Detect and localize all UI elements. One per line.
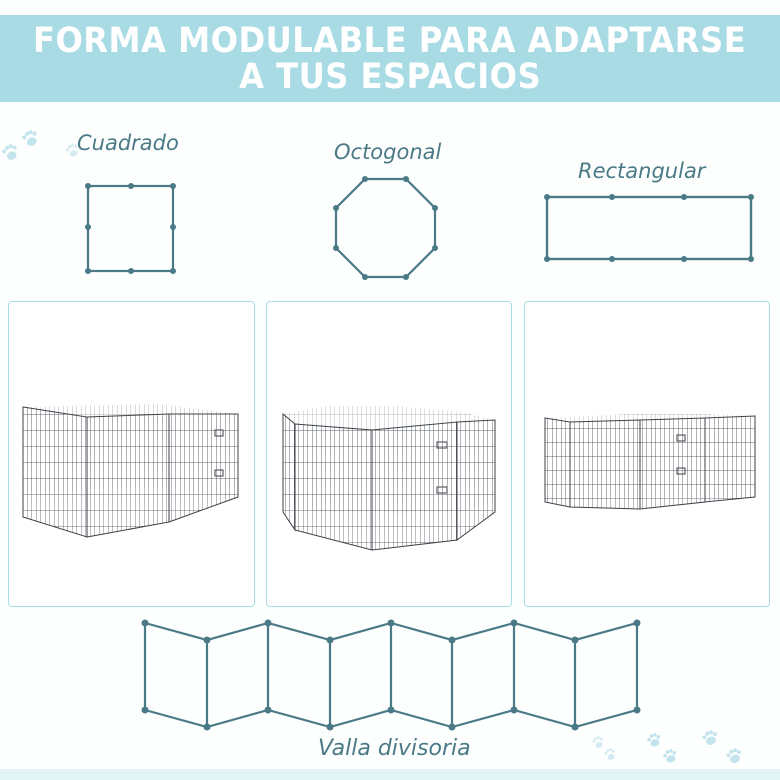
rectangle-layout-icon — [544, 194, 754, 262]
shape-label-rectangle: Rectangular — [578, 159, 706, 183]
header-title-line-2: A TUS ESPACIOS — [238, 56, 542, 97]
rectangular-playpen-image — [544, 414, 756, 510]
paw-print-icon — [592, 730, 741, 763]
octagonal-playpen-image — [282, 406, 496, 551]
panel-square-playpen — [8, 301, 255, 607]
shape-label-octagon: Octogonal — [334, 140, 442, 164]
paw-print-icon — [2, 130, 78, 160]
panel-octagonal-playpen — [266, 301, 512, 607]
divider-label: Valla divisoria — [318, 736, 471, 761]
header-banner: FORMA MODULABLE PARA ADAPTARSE A TUS ESP… — [0, 15, 780, 102]
octagon-layout-icon — [333, 176, 438, 280]
header-title-line-1: FORMA MODULABLE PARA ADAPTARSE — [33, 20, 747, 61]
panel-rectangular-playpen — [524, 301, 770, 607]
zigzag-fence-icon — [141, 619, 641, 731]
bottom-band — [0, 769, 780, 780]
square-playpen-image — [22, 404, 239, 538]
shape-label-square: Cuadrado — [77, 131, 179, 155]
square-layout-icon — [85, 183, 176, 274]
